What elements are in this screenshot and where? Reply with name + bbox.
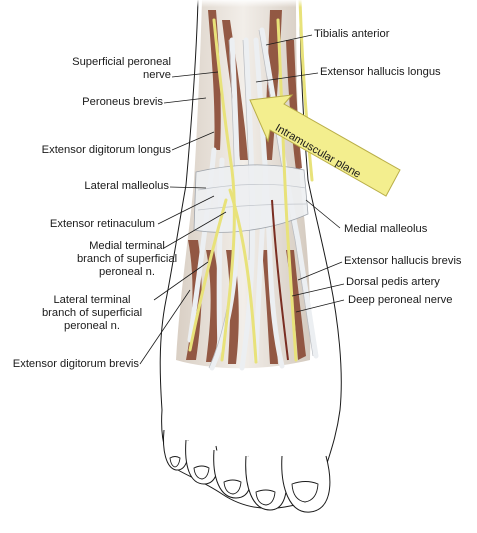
label-extensor-hallucis-longus: Extensor hallucis longus (320, 66, 441, 78)
intramuscular-plane-arrow (249, 94, 401, 197)
deep-peroneal-nerve (276, 18, 298, 362)
label-line: peroneal n. (64, 320, 120, 332)
label-line: Medial terminal (89, 240, 165, 252)
toenails (169, 456, 319, 506)
label-tibialis-anterior: Tibialis anterior (314, 28, 390, 40)
leader-lines (139, 34, 345, 365)
label-medial-terminal-branch: Medial terminal branch of superficial pe… (66, 240, 188, 279)
label-line: peroneal n. (99, 266, 155, 278)
dissected-region (176, 0, 319, 371)
label-lateral-terminal-branch: Lateral terminal branch of superficial p… (26, 294, 158, 333)
label-superficial-peroneal-nerve: Superficial peroneal nerve (72, 56, 171, 82)
label-line: nerve (143, 69, 171, 81)
label-lateral-malleolus: Lateral malleolus (84, 180, 169, 192)
label-extensor-digitorum-brevis: Extensor digitorum brevis (12, 358, 139, 370)
label-peroneus-brevis: Peroneus brevis (82, 96, 163, 108)
label-line: branch of superficial (76, 253, 178, 265)
label-extensor-hallucis-brevis: Extensor hallucis brevis (344, 255, 462, 267)
medial-terminal-branch (228, 188, 258, 364)
label-extensor-digitorum-longus: Extensor digitorum longus (41, 144, 171, 156)
label-extensor-retinaculum: Extensor retinaculum (49, 218, 155, 230)
label-deep-peroneal-nerve: Deep peroneal nerve (348, 294, 453, 306)
superficial-peroneal-nerve (212, 18, 236, 362)
lateral-terminal-branch (188, 198, 228, 352)
label-line: Superficial peroneal (72, 56, 171, 68)
dorsal-pedis-artery (271, 199, 289, 361)
label-line: Lateral terminal (53, 294, 131, 306)
label-dorsal-pedis-artery: Dorsal pedis artery (346, 276, 440, 288)
label-line: branch of superficial (41, 307, 143, 319)
label-medial-malleolus: Medial malleolus (344, 223, 428, 235)
